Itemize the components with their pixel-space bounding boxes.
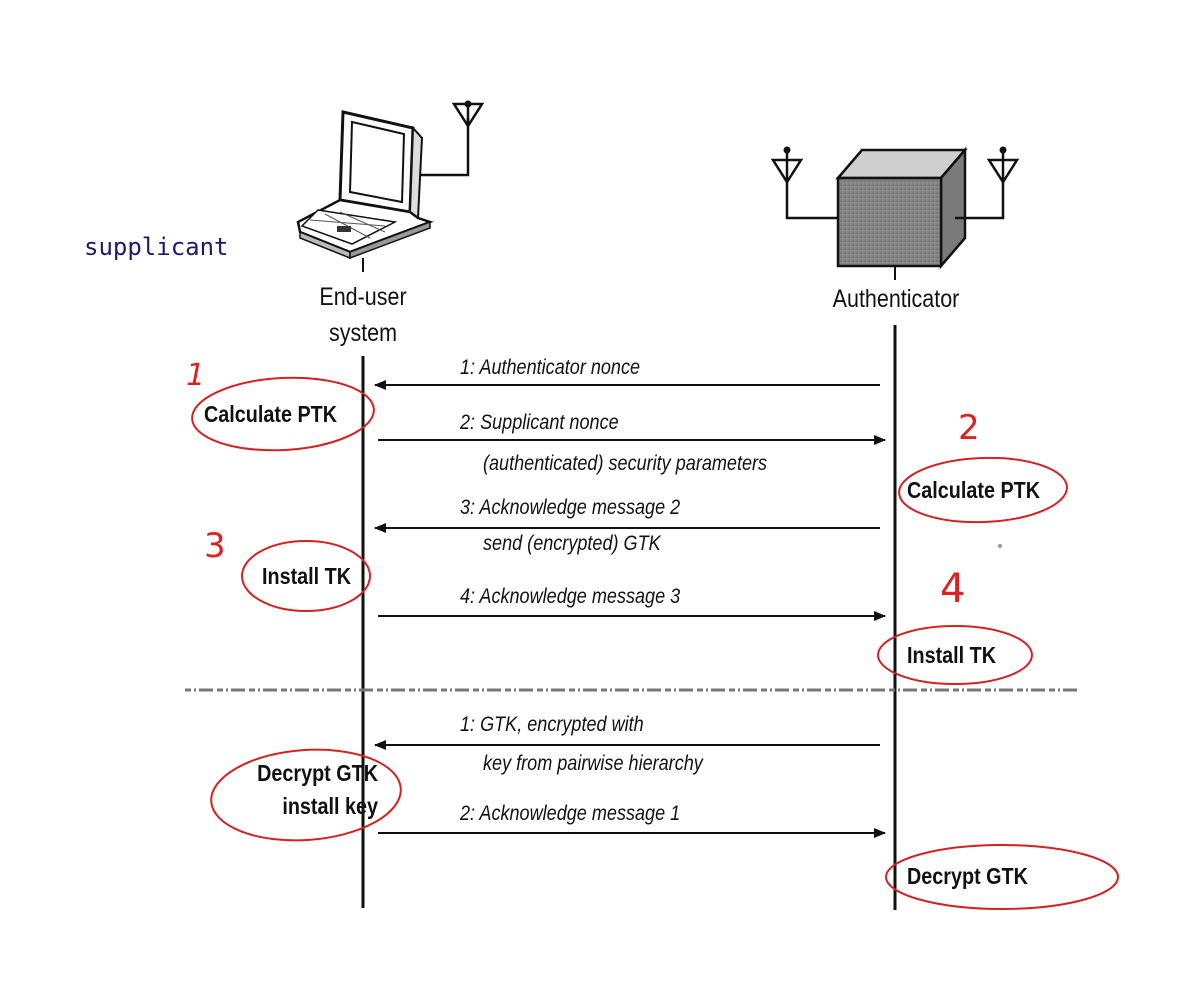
gtk-msg1-label-line2: key from pairwise hierarchy	[483, 752, 703, 775]
step-2-label: 2	[958, 408, 980, 448]
msg3-label-line1: 3: Acknowledge message 2	[460, 496, 681, 519]
entity-end-user-line1: End-user	[319, 283, 407, 311]
step-4-label: 4	[940, 566, 966, 612]
msg2-label-line2: (authenticated) security parameters	[483, 452, 768, 475]
msg1-label: 1: Authenticator nonce	[460, 356, 641, 379]
gtk-msg2-label: 2: Acknowledge message 1	[460, 802, 681, 825]
action-left-calc-ptk: Calculate PTK	[204, 401, 338, 427]
action-right-calc-ptk: Calculate PTK	[907, 477, 1041, 503]
supplicant-note: supplicant	[84, 233, 229, 261]
laptop-icon	[296, 100, 485, 260]
highlight-left-calc-ptk	[191, 376, 375, 452]
action-left-decrypt-line1: Decrypt GTK	[257, 760, 378, 786]
step-3-label: 3	[204, 526, 226, 566]
gtk-msg1-label-line1: 1: GTK, encrypted with	[460, 713, 644, 736]
msg3-label-line2: send (encrypted) GTK	[483, 532, 661, 555]
action-left-install-tk: Install TK	[262, 563, 352, 589]
action-left-decrypt-line2: install key	[282, 793, 378, 819]
msg2-label-line1: 2: Supplicant nonce	[460, 411, 619, 434]
highlight-right-install-tk	[877, 625, 1033, 685]
msg4-label: 4: Acknowledge message 3	[460, 585, 681, 608]
action-right-install-tk: Install TK	[907, 642, 997, 668]
step-1-label: 1	[186, 358, 206, 393]
highlight-left-install-tk	[241, 540, 371, 612]
highlight-left-decrypt	[210, 748, 402, 842]
highlight-right-decrypt	[885, 844, 1119, 910]
access-point-icon	[770, 146, 1020, 270]
entity-end-user-line2: system	[328, 319, 398, 347]
highlight-right-calc-ptk	[898, 456, 1068, 524]
entity-authenticator: Authenticator	[832, 285, 960, 313]
action-right-decrypt: Decrypt GTK	[907, 863, 1028, 889]
